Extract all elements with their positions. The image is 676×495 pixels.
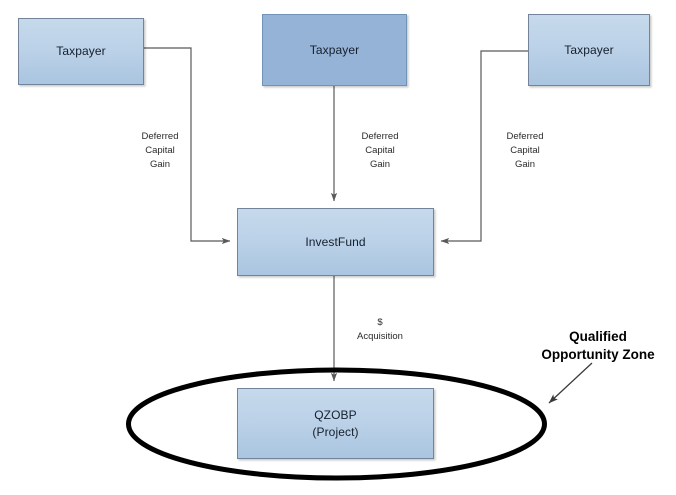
- edge-label-deferred-capital-gain-left: Deferred Capital Gain: [141, 131, 179, 170]
- zone-callout-label: Qualified Opportunity Zone: [541, 329, 655, 363]
- connector-taxpayer-right-to-investfund: [440, 50, 528, 245]
- node-taxpayer-middle-label: Taxpayer: [309, 42, 360, 57]
- qualified-opportunity-zone-ellipse: [126, 367, 547, 481]
- node-qzobp-label: QZOBP: [314, 408, 357, 423]
- node-taxpayer-right[interactable]: Taxpayer: [528, 14, 650, 86]
- node-taxpayer-left[interactable]: Taxpayer: [18, 18, 144, 85]
- node-taxpayer-right-label: Taxpayer: [564, 42, 614, 57]
- edge-label-acquisition: $ Acquisition: [357, 317, 403, 342]
- edge-label-deferred-capital-gain-right: Deferred Capital Gain: [506, 131, 544, 170]
- node-taxpayer-left-label: Taxpayer: [56, 44, 106, 59]
- connector-taxpayer-left-to-investfund: [144, 47, 231, 245]
- node-investfund-label: InvestFund: [305, 234, 366, 249]
- edge-label-deferred-capital-gain-middle: Deferred Capital Gain: [361, 131, 399, 170]
- node-qzobp[interactable]: QZOBP (Project): [237, 388, 434, 459]
- node-taxpayer-middle[interactable]: Taxpayer: [262, 14, 407, 86]
- zone-callout-arrow: [548, 362, 593, 404]
- node-investfund[interactable]: InvestFund: [237, 208, 434, 276]
- node-qzobp-sublabel: (Project): [312, 424, 359, 439]
